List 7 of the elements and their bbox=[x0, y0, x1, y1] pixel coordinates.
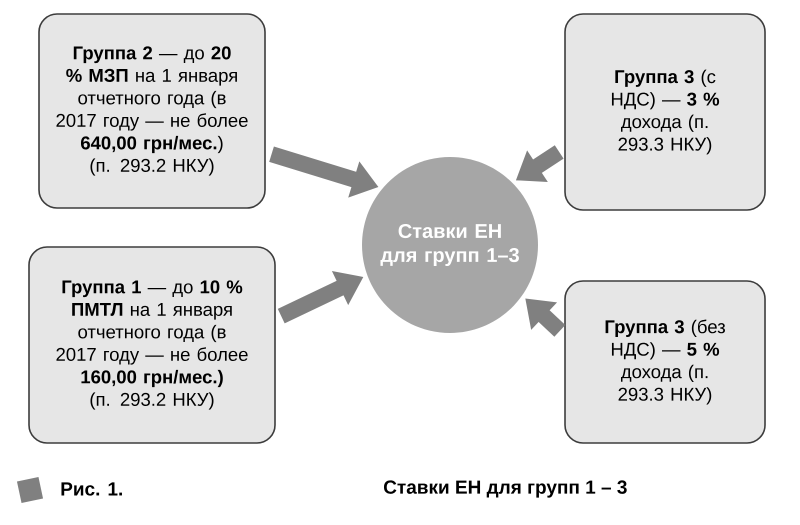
figure-number: Рис. 1. bbox=[61, 482, 122, 496]
text-box: Группа 3 (с НДС) — 3 % дохода (п. 293.3 НКУ) bbox=[564, 13, 766, 211]
text-box: Группа 2 — до 20 % МЗП на 1 января отчетного года (в 2017 году — не более 640,00 грн/мес.) (п. 293.2 НКУ) bbox=[38, 13, 266, 209]
text-box: Группа 1 — до 10 % ПМТЛ на 1 января отчетного года (в 2017 году — не более 160,00 грн/мес.) (п. 293.2 НКУ) bbox=[28, 246, 276, 444]
text-box: Группа 3 (без НДС) — 5 % дохода (п. 293.3 НКУ) bbox=[564, 280, 766, 444]
caption: Ставки ЕН для групп 1 – 3 bbox=[384, 480, 627, 498]
circle-node: Ставки ЕН для групп 1–3 bbox=[362, 157, 538, 333]
